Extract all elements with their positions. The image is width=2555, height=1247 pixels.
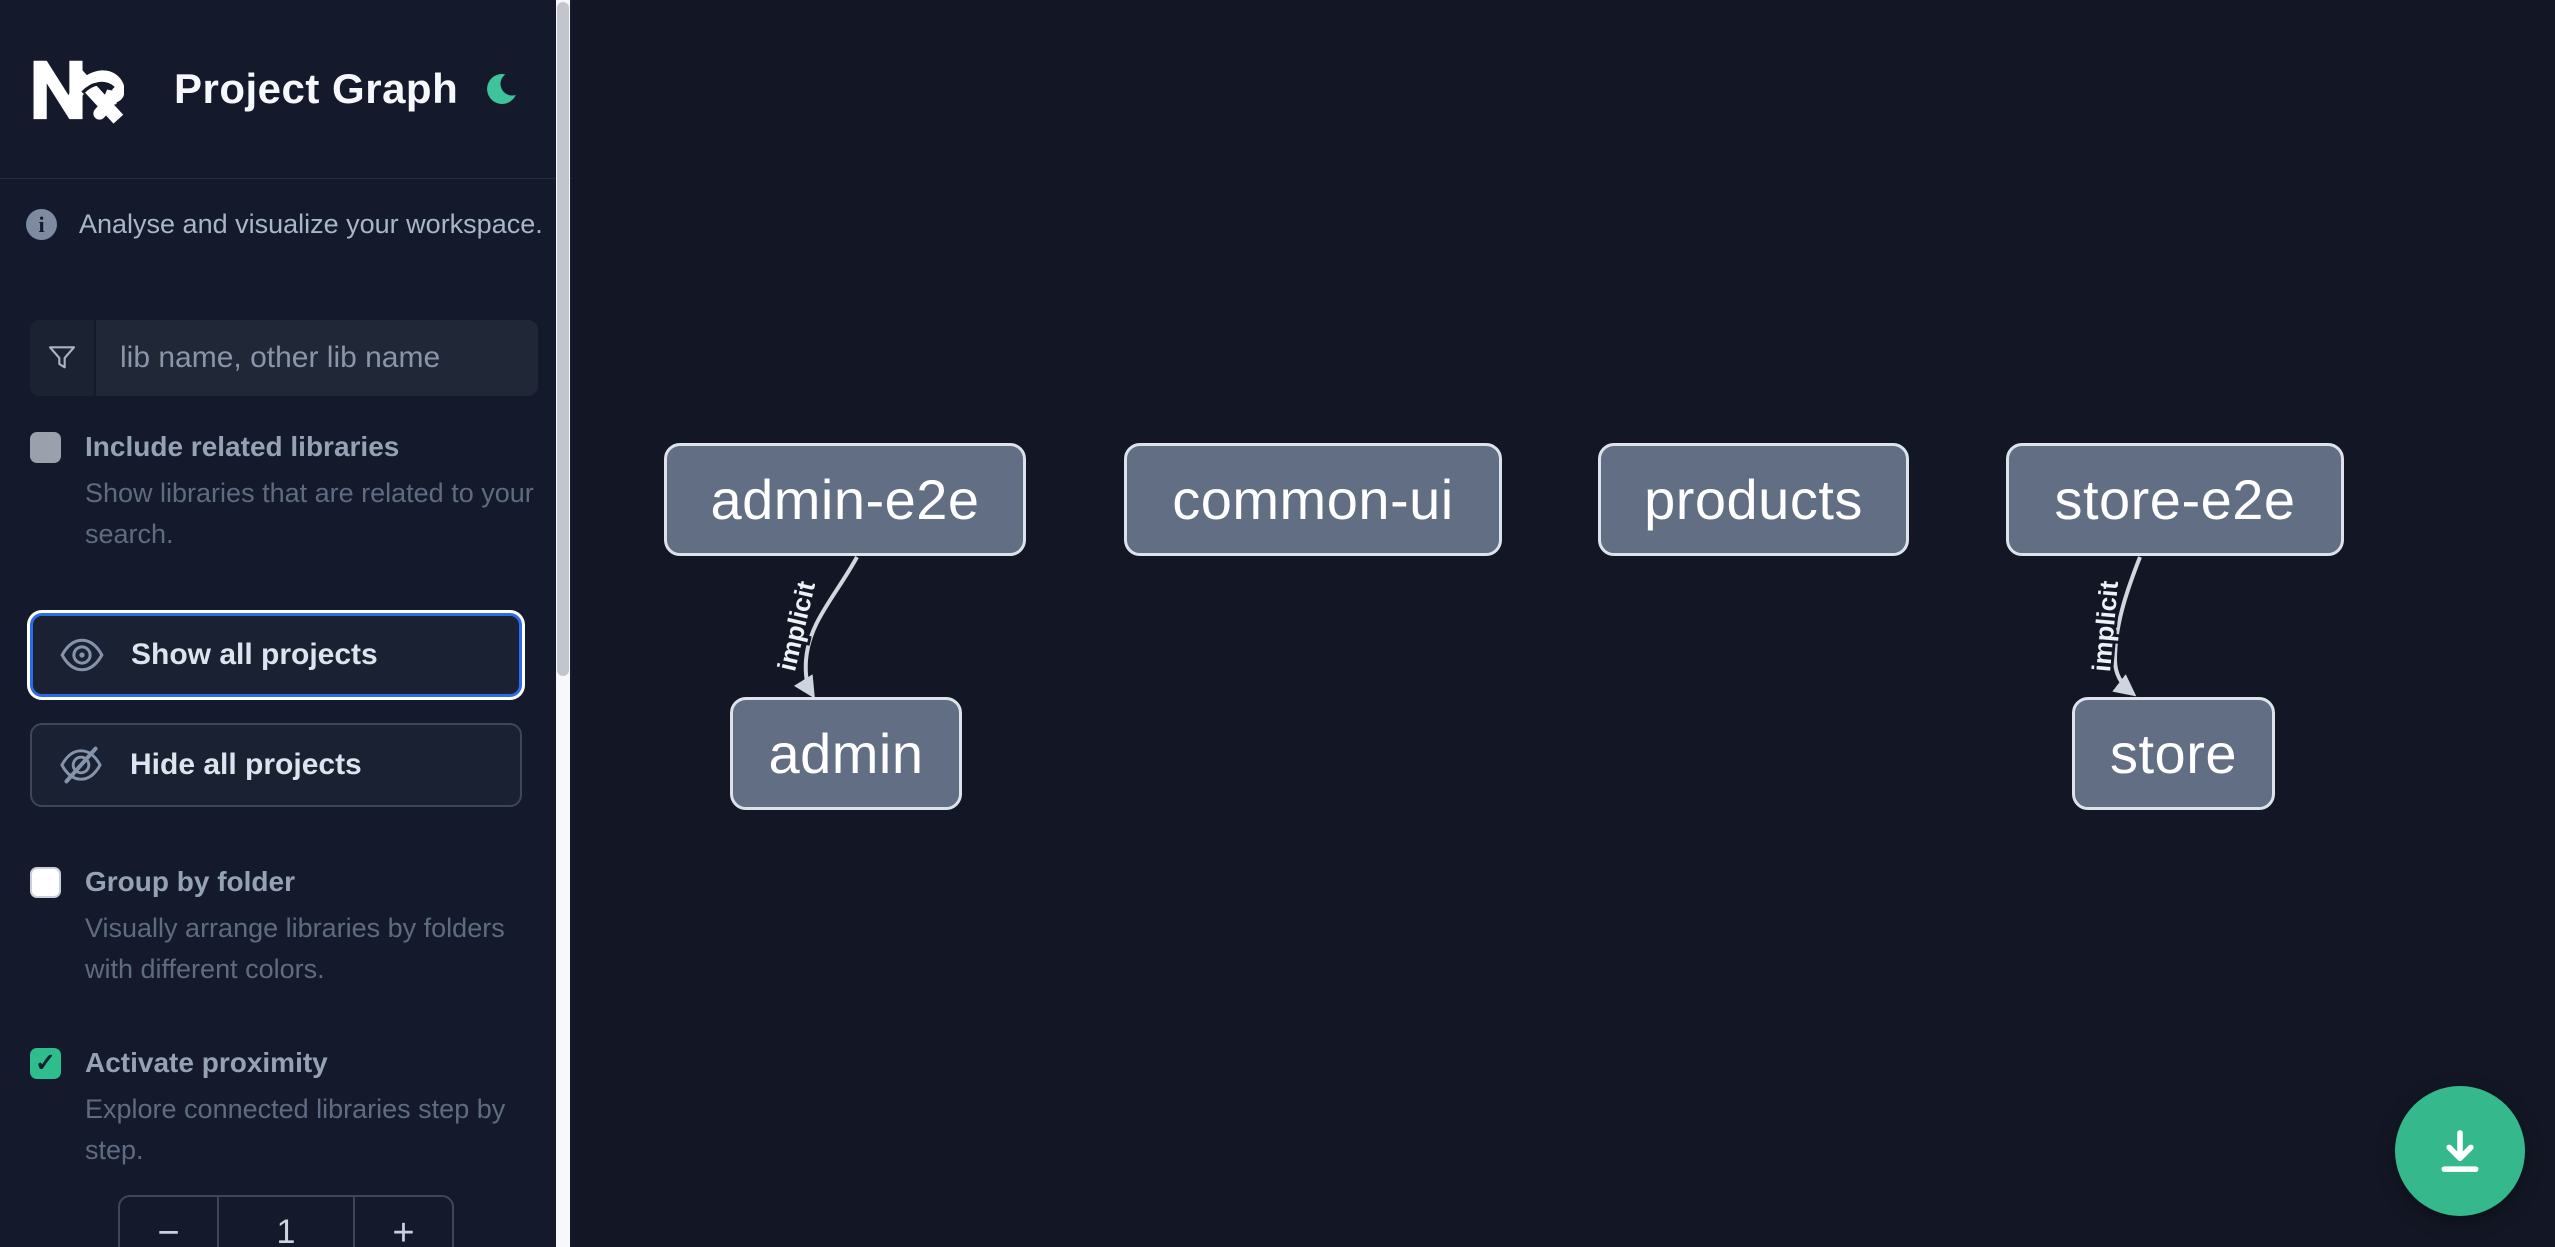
include-related-checkbox[interactable]: [30, 432, 61, 463]
info-icon: i: [26, 209, 57, 240]
show-all-projects-label: Show all projects: [131, 638, 378, 671]
activate-proximity-description: Explore connected libraries step by step…: [85, 1094, 506, 1165]
graph-node-store[interactable]: store: [2072, 697, 2275, 810]
sidebar-scrollbar-thumb[interactable]: [557, 2, 569, 676]
option-activate-proximity: ✓ Activate proximity Explore connected l…: [0, 1046, 572, 1171]
sidebar: Project Graph i Analyse and visualize yo…: [0, 0, 572, 1247]
graph-node-admin-e2e[interactable]: admin-e2e: [664, 443, 1026, 556]
show-all-projects-button[interactable]: Show all projects: [30, 613, 522, 697]
graph-node-common-ui[interactable]: common-ui: [1124, 443, 1502, 556]
edge-store-e2e-to-store[interactable]: [2112, 556, 2142, 697]
include-related-label: Include related libraries: [85, 431, 400, 462]
group-by-folder-checkbox[interactable]: [30, 867, 61, 898]
download-icon: [2441, 1130, 2479, 1172]
activate-proximity-label: Activate proximity: [85, 1047, 328, 1078]
intro-text: Analyse and visualize your workspace.: [79, 209, 543, 239]
eye-icon: [60, 638, 104, 672]
edge-admin-e2e-to-admin[interactable]: [793, 556, 859, 699]
proximity-value: 1: [217, 1197, 355, 1247]
check-icon: ✓: [35, 1049, 56, 1077]
search-input[interactable]: [96, 320, 538, 396]
eye-off-icon: [60, 746, 102, 784]
edges-layer: implicit implicit: [768, 556, 2142, 699]
graph-node-admin[interactable]: admin: [730, 697, 962, 810]
sidebar-header: Project Graph: [0, 0, 572, 179]
search-box: [30, 320, 538, 396]
option-group-by-folder: Group by folder Visually arrange librari…: [0, 865, 572, 990]
activate-proximity-checkbox[interactable]: ✓: [30, 1048, 61, 1079]
group-by-folder-description: Visually arrange libraries by folders wi…: [85, 913, 505, 984]
page-title: Project Graph: [174, 65, 459, 112]
hide-all-projects-label: Hide all projects: [130, 748, 362, 781]
proximity-decrement-button[interactable]: −: [120, 1197, 217, 1247]
intro-row: i Analyse and visualize your workspace.: [26, 209, 546, 240]
include-related-description: Show libraries that are related to your …: [85, 478, 534, 549]
graph-node-store-e2e[interactable]: store-e2e: [2006, 443, 2344, 556]
graph-node-products[interactable]: products: [1598, 443, 1909, 556]
proximity-increment-button[interactable]: +: [355, 1197, 452, 1247]
filter-funnel-icon: [30, 320, 96, 396]
nx-logo: [33, 60, 124, 124]
proximity-stepper: − 1 +: [118, 1195, 454, 1247]
download-graph-button[interactable]: [2395, 1086, 2525, 1216]
moon-icon: [487, 73, 516, 104]
graph-canvas[interactable]: implicit implicit admin-e2e common-ui pr…: [572, 0, 2555, 1247]
group-by-folder-label: Group by folder: [85, 866, 295, 897]
edge-label-implicit-2: implicit: [2086, 579, 2124, 673]
option-include-related: Include related libraries Show libraries…: [0, 430, 572, 555]
hide-all-projects-button[interactable]: Hide all projects: [30, 723, 522, 807]
theme-toggle-button[interactable]: [482, 69, 522, 109]
